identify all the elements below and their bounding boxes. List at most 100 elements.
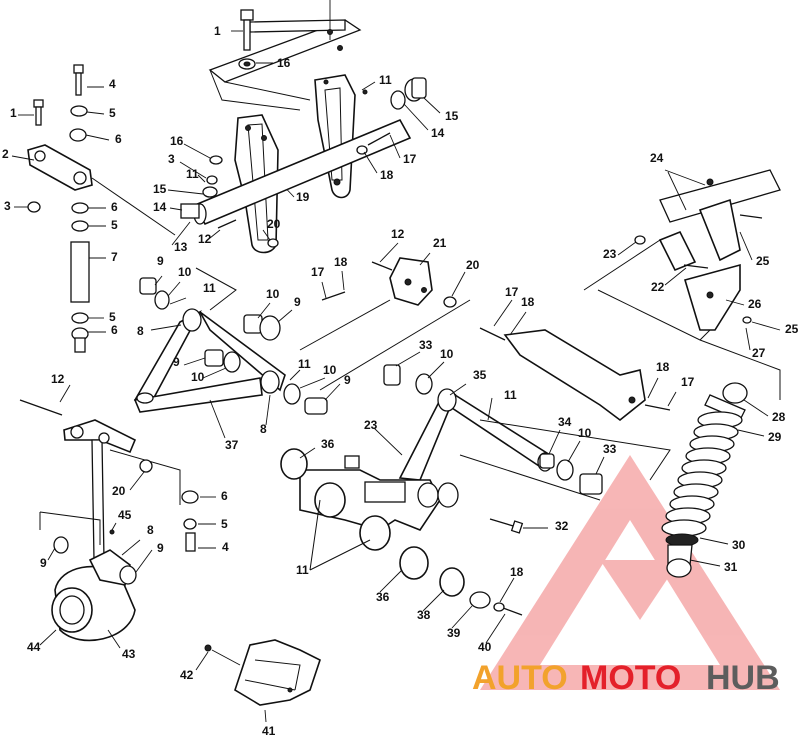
brand-part1: AUTO xyxy=(472,659,568,697)
shock-mount-bracket xyxy=(479,289,721,422)
callout-18: 18 xyxy=(510,565,524,579)
callout-36: 36 xyxy=(321,437,335,451)
callout-9: 9 xyxy=(157,541,164,555)
callout-18: 18 xyxy=(380,168,394,182)
callout-11: 11 xyxy=(296,563,309,577)
callout-13: 13 xyxy=(174,240,188,254)
callout-25: 25 xyxy=(785,322,799,336)
callout-8: 8 xyxy=(137,324,144,338)
callout-10: 10 xyxy=(578,426,592,440)
callout-17: 17 xyxy=(403,152,417,166)
callout-22: 22 xyxy=(651,280,665,294)
callout-20: 20 xyxy=(112,484,126,498)
callout-32: 32 xyxy=(555,519,569,533)
bushings-lower-arm xyxy=(383,351,605,495)
callout-10: 10 xyxy=(266,287,280,301)
callout-43: 43 xyxy=(122,647,136,661)
skid-plate-41 xyxy=(195,639,321,723)
callout-40: 40 xyxy=(478,640,492,654)
callout-15: 15 xyxy=(445,109,459,123)
callout-5: 5 xyxy=(221,517,228,531)
cross-tube xyxy=(169,118,412,246)
callout-23: 23 xyxy=(603,247,617,261)
callout-17: 17 xyxy=(681,375,695,389)
callout-24: 24 xyxy=(650,151,664,165)
callout-9: 9 xyxy=(173,355,180,369)
callout-17: 17 xyxy=(311,265,325,279)
lower-bushing-stack xyxy=(379,546,523,644)
bushings-upper-arm xyxy=(139,267,341,415)
callout-18: 18 xyxy=(334,255,348,269)
callout-10: 10 xyxy=(191,370,205,384)
shock-spring xyxy=(661,411,743,537)
callout-12: 12 xyxy=(391,227,405,241)
bushing-14-15-right xyxy=(390,77,441,131)
callout-12: 12 xyxy=(198,232,212,246)
callout-33: 33 xyxy=(603,442,617,456)
lower-a-arm xyxy=(280,383,671,571)
callout-10: 10 xyxy=(440,347,454,361)
bolt-32 xyxy=(489,518,548,534)
left-link-stack xyxy=(11,64,176,353)
callout-34: 34 xyxy=(558,415,572,429)
callout-19: 19 xyxy=(296,190,310,204)
callout-16: 16 xyxy=(170,134,184,148)
callout-30: 30 xyxy=(732,538,746,552)
callout-9: 9 xyxy=(40,556,47,570)
callout-1: 1 xyxy=(10,106,17,120)
callout-45: 45 xyxy=(118,508,132,522)
callout-37: 37 xyxy=(225,438,239,452)
callout-5: 5 xyxy=(109,310,116,324)
callout-labels: 1123344555566667888999999101010101010111… xyxy=(2,24,799,738)
callout-6: 6 xyxy=(115,132,122,146)
callout-2: 2 xyxy=(2,147,9,161)
callout-15: 15 xyxy=(153,182,167,196)
callout-14: 14 xyxy=(153,200,167,214)
callout-26: 26 xyxy=(748,297,762,311)
callout-9: 9 xyxy=(344,373,351,387)
callout-9: 9 xyxy=(157,254,164,268)
brand-part2: MOTO xyxy=(580,659,681,697)
callout-20: 20 xyxy=(267,217,281,231)
callout-31: 31 xyxy=(724,560,738,574)
watermark: AUTO MOTO HUB xyxy=(472,659,780,697)
callout-11: 11 xyxy=(298,357,311,371)
triangle-logo-icon xyxy=(480,455,780,690)
bolt-top xyxy=(231,9,254,51)
steering-knuckle xyxy=(39,511,153,649)
callout-11: 11 xyxy=(379,73,392,87)
callout-41: 41 xyxy=(262,724,276,738)
callout-3: 3 xyxy=(168,152,175,166)
callout-35: 35 xyxy=(473,368,487,382)
callout-42: 42 xyxy=(180,668,194,682)
callout-38: 38 xyxy=(417,608,431,622)
callout-17: 17 xyxy=(505,285,519,299)
upper-a-arm xyxy=(133,308,286,439)
callout-36: 36 xyxy=(376,590,390,604)
nut-stack-left xyxy=(167,143,223,198)
callout-6: 6 xyxy=(111,200,118,214)
callout-6: 6 xyxy=(221,489,228,503)
callout-12: 12 xyxy=(51,372,65,386)
washer-16-top xyxy=(238,58,273,70)
callout-44: 44 xyxy=(27,640,41,654)
steering-spindle xyxy=(19,384,216,561)
callout-8: 8 xyxy=(147,523,154,537)
callout-11: 11 xyxy=(504,388,517,402)
callout-20: 20 xyxy=(466,258,480,272)
callout-14: 14 xyxy=(431,126,445,140)
callout-27: 27 xyxy=(752,346,766,360)
callout-10: 10 xyxy=(323,363,337,377)
callout-5: 5 xyxy=(109,106,116,120)
rear-frame-mount xyxy=(583,169,781,400)
bolt-12-upper xyxy=(209,219,279,248)
callout-6: 6 xyxy=(111,323,118,337)
callout-39: 39 xyxy=(447,626,461,640)
callout-23: 23 xyxy=(364,418,378,432)
shock-absorber xyxy=(661,382,769,578)
callout-33: 33 xyxy=(419,338,433,352)
callout-1: 1 xyxy=(214,24,221,38)
callout-16: 16 xyxy=(277,56,291,70)
